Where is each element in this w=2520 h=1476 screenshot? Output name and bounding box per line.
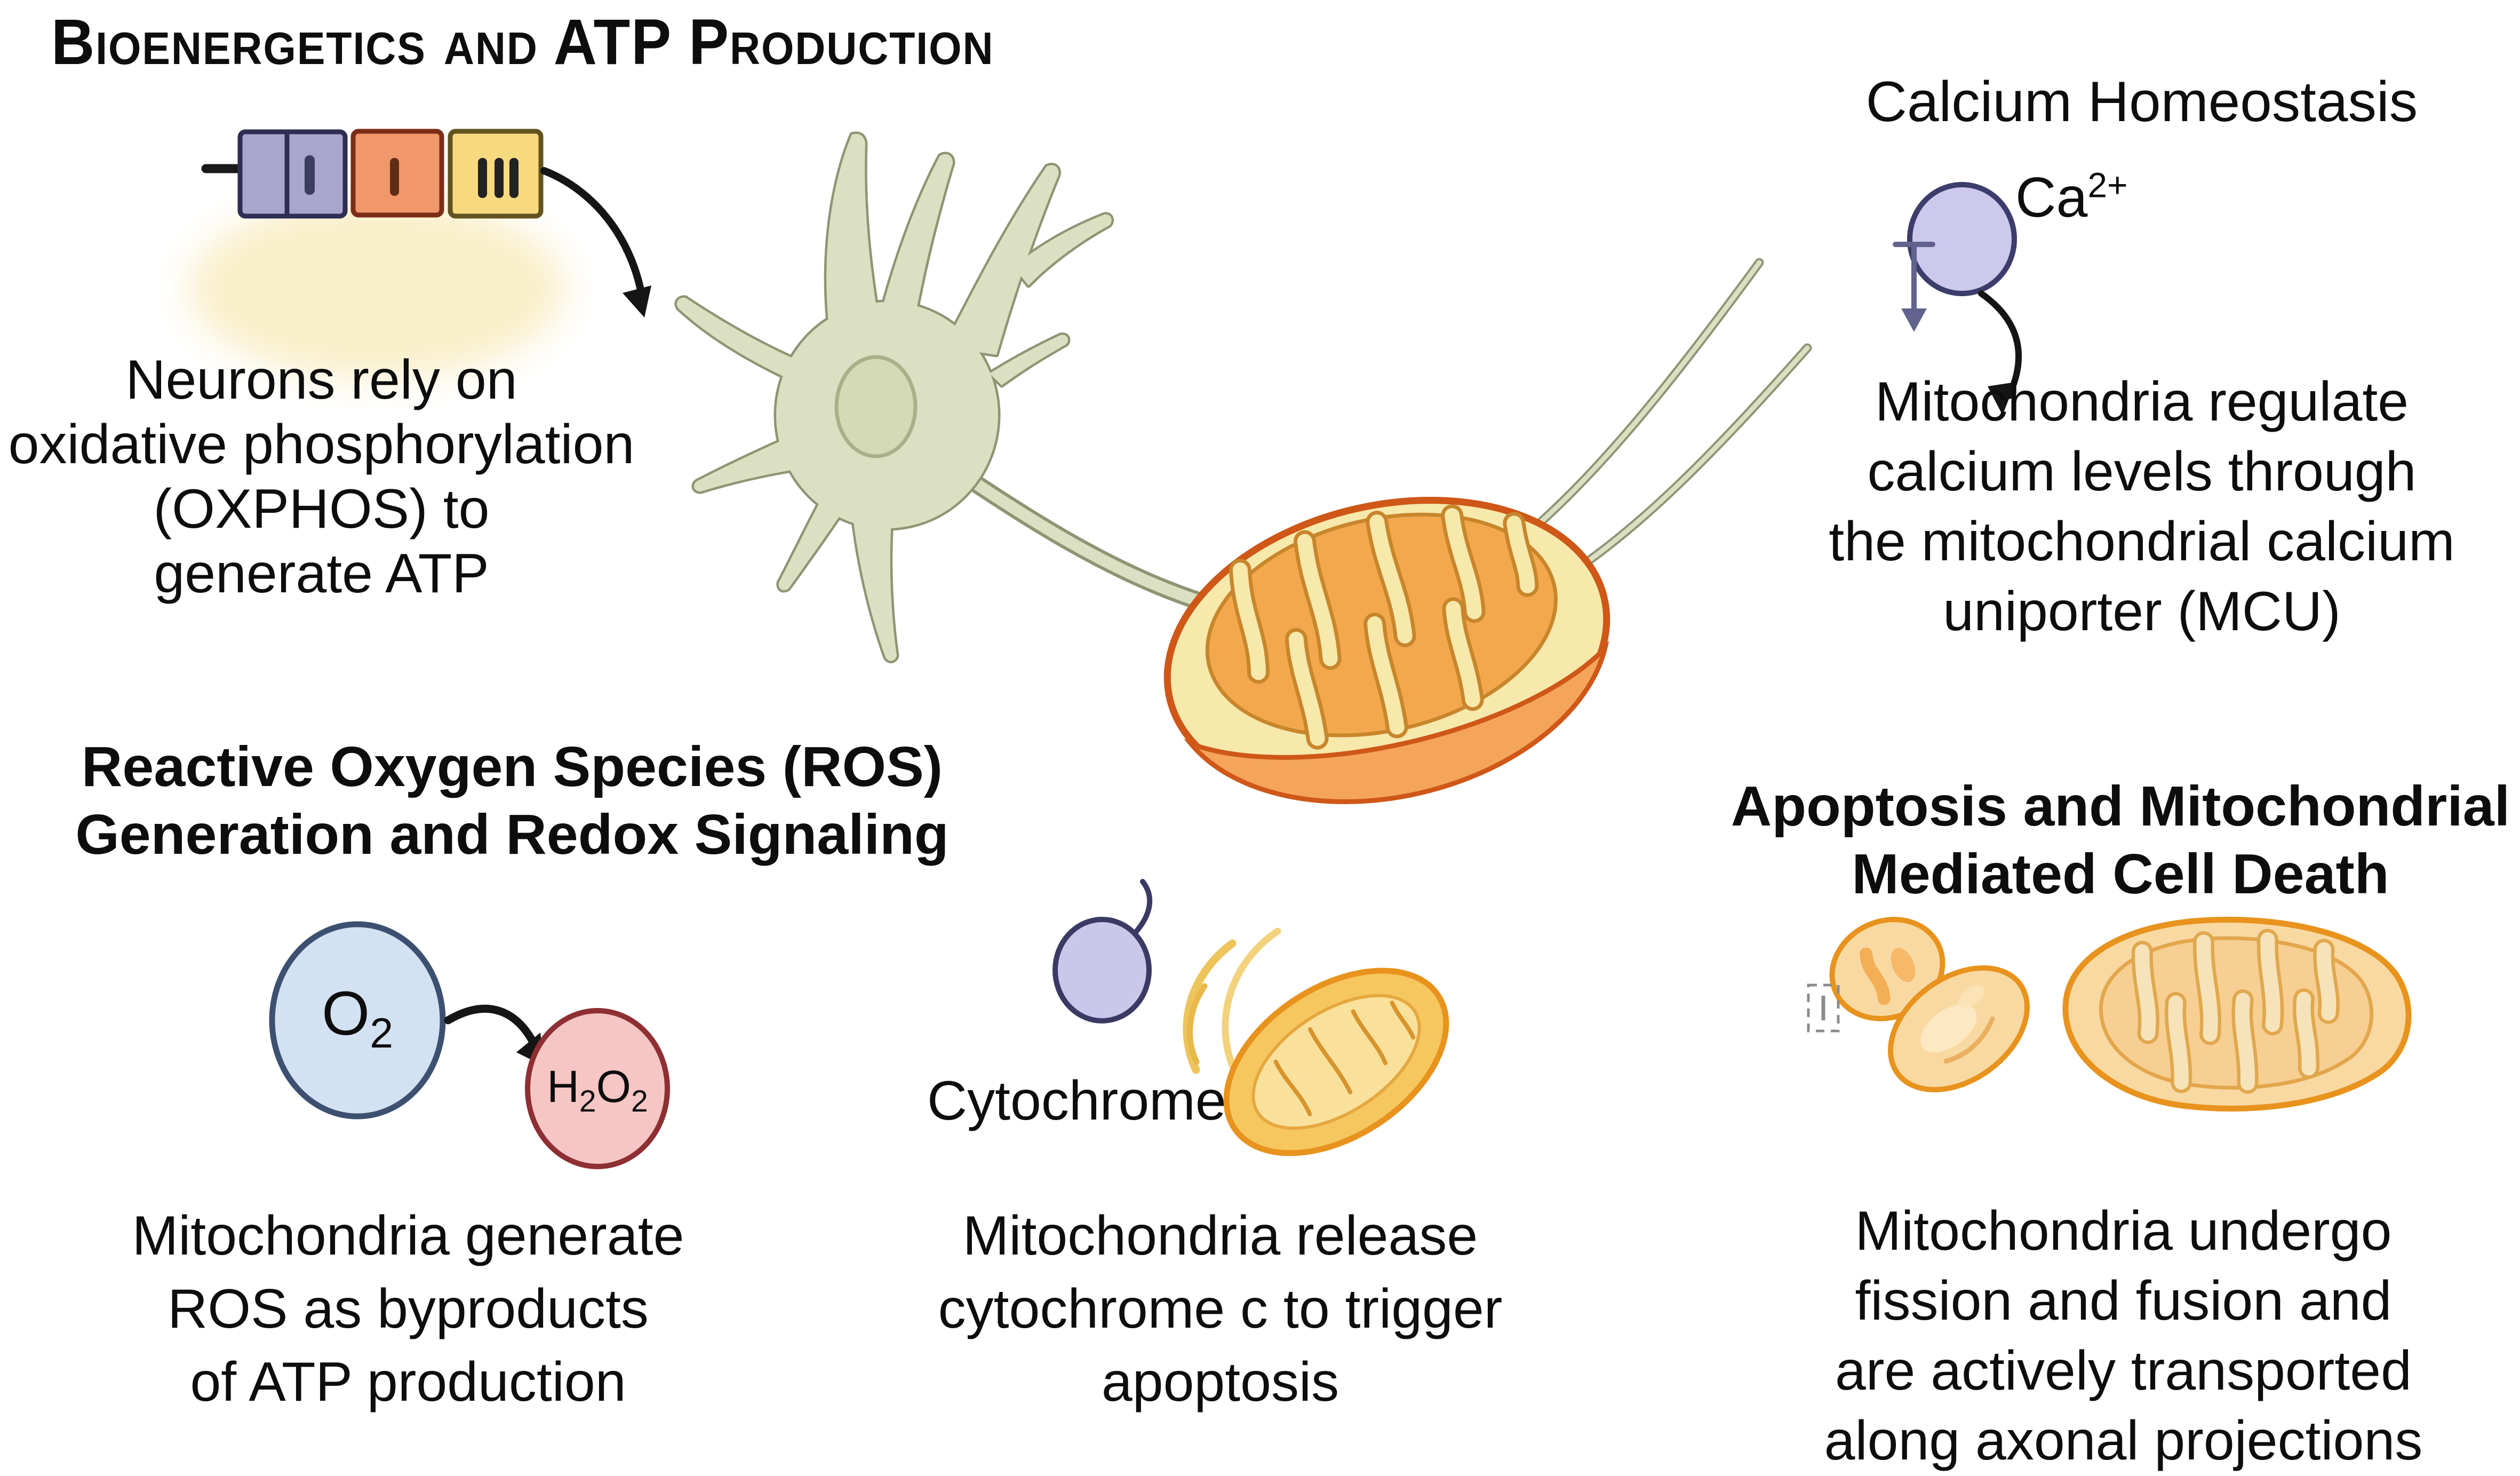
calcium-uptake-arrow-icon [1978,290,2022,415]
title-line: Reactive Oxygen Species (ROS) [81,735,943,798]
caption-line: generate ATP [154,543,489,605]
electron-transport-chain-icon [201,129,544,219]
calcium-ion-icon [1907,182,2017,296]
cytochrome-c-icon [1052,879,1153,1023]
release-motion-lines-icon [1183,927,1281,1075]
fission-fragment-1-icon [1829,917,1945,1021]
h2o2-h-sub: 2 [579,1084,596,1118]
fission-fragment-2-icon [1888,965,2030,1093]
fused-mitochondrion-icon [2062,917,2412,1112]
caption-line: Neurons rely on [125,349,517,411]
caption-line: the mitochondrial calcium [1829,511,2455,573]
caption-line: ROS as byproducts [168,1278,649,1340]
peroxide-label: H2O2 [512,1061,683,1116]
neuron-nucleus-icon [834,355,918,458]
caption-line: (OXPHOS) to [153,478,490,540]
caption-line: along axonal projections [1824,1410,2423,1472]
mitochondrion-large-icon [1163,496,1610,804]
mitochondrion-small-icon [1223,967,1449,1156]
caption-line: uniporter (MCU) [1943,581,2341,642]
atp-glow-icon [189,199,564,378]
oxygen-label: O2 [272,978,443,1054]
hydrogen-peroxide-icon [525,1008,670,1169]
section-title-calcium: Calcium Homeostasis [1865,69,2418,133]
calcium-ion-label: Ca2+ [2015,165,2127,230]
section-title-ros: Reactive Oxygen Species (ROS) Generation… [48,733,976,869]
h2o2-o: O [596,1061,631,1112]
h2o2-o-sub: 2 [631,1084,648,1118]
caption-line: fission and fusion and [1855,1270,2392,1332]
calcium-decrease-arrow-icon [1893,242,1935,332]
o2-sub: 2 [370,1010,394,1057]
etc-to-neuron-arrow-icon [540,167,651,318]
cytochrome-caption: Mitochondria release cytochrome c to tri… [896,1200,1544,1419]
ca-charge: 2+ [2087,165,2128,205]
section-title-bioenergetics: Bioenergetics and ATP Production [51,5,994,78]
ros-caption: Mitochondria generate ROS as byproducts … [85,1200,731,1419]
caption-line: of ATP production [190,1351,626,1413]
neuron-icon [674,131,1114,663]
section-title-apoptosis: Apoptosis and Mitochondrial Mediated Cel… [1728,773,2513,908]
caption-line: are actively transported [1835,1340,2412,1402]
title-line: Generation and Redox Signaling [75,803,949,866]
caption-line: Mitochondria release [962,1205,1478,1267]
cytochrome-label: Cytochrome [927,1070,1226,1132]
caption-line: Mitochondria regulate [1875,371,2409,433]
bioenergetics-caption: Neurons rely on oxidative phosphorylatio… [0,348,643,606]
o2-to-h2o2-arrow-icon [444,1004,544,1066]
ca-base: Ca [2015,166,2088,229]
title-line: Apoptosis and Mitochondrial [1730,775,2510,838]
caption-line: cytochrome c to trigger [938,1278,1503,1340]
oxygen-molecule-icon [269,921,446,1120]
fission-marker-icon [1807,983,1840,1033]
o2-base: O [321,979,370,1048]
title-line: Mediated Cell Death [1852,843,2389,906]
caption-line: Mitochondria generate [132,1205,684,1267]
h2o2-h: H [547,1061,579,1112]
caption-line: Mitochondria undergo [1855,1200,2392,1262]
calcium-caption: Mitochondria regulate calcium levels thr… [1766,367,2518,647]
apoptosis-caption: Mitochondria undergo fission and fusion … [1743,1196,2503,1476]
caption-line: apoptosis [1101,1351,1339,1413]
caption-line: oxidative phosphorylation [8,414,635,475]
caption-line: calcium levels through [1867,441,2417,503]
